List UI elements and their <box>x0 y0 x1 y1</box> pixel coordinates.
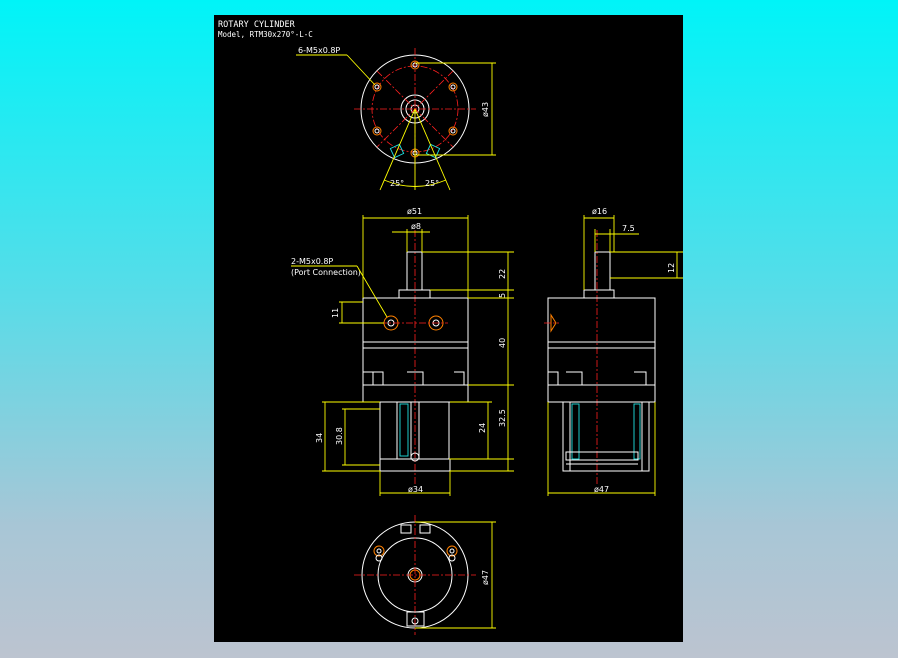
side-shaft-length: 12 <box>667 263 676 273</box>
drawing-sheet: ROTARY CYLINDER Model, RTM30x270°-L-C 6-… <box>214 15 683 642</box>
front-dim-30-8: 30.8 <box>335 427 344 445</box>
cad-drawing: ROTARY CYLINDER Model, RTM30x270°-L-C 6-… <box>218 20 683 635</box>
front-dim-22: 22 <box>498 269 507 279</box>
drawing-model: Model, RTM30x270°-L-C <box>218 30 313 39</box>
top-diameter-dim: ø43 <box>481 102 490 117</box>
front-shaft-dim: ø8 <box>411 222 421 231</box>
front-dim-32-5: 32.5 <box>498 409 507 427</box>
side-view: ø16 7.5 12 ø47 <box>544 207 683 496</box>
front-port-note-sub: (Port Connection) <box>291 268 361 277</box>
top-angle-right: 25° <box>425 179 439 188</box>
side-shaft-dim: ø16 <box>592 207 607 216</box>
front-dim-24: 24 <box>478 423 487 433</box>
side-flat-dim: 7.5 <box>622 224 635 233</box>
front-port-note: 2-M5x0.8P <box>291 257 333 266</box>
bottom-diameter-dim: ø47 <box>481 570 490 585</box>
front-width-dim: ø51 <box>407 207 422 216</box>
front-base-dim: ø34 <box>408 485 423 494</box>
bottom-view: ø47 <box>354 515 496 635</box>
front-dim-40: 40 <box>498 338 507 348</box>
drawing-title: ROTARY CYLINDER <box>218 20 296 30</box>
side-width-dim: ø47 <box>594 485 609 494</box>
top-view: 6-M5x0.8P ø43 25° 25° <box>296 46 496 191</box>
top-thread-note: 6-M5x0.8P <box>298 46 340 55</box>
front-dim-34: 34 <box>315 433 324 443</box>
top-angle-left: 25° <box>390 179 404 188</box>
front-dim-5: 5 <box>498 293 507 298</box>
front-port-offset: 11 <box>331 308 340 318</box>
front-view: ø51 ø8 2-M5x0.8P (Port Connection) 11 22… <box>291 207 514 496</box>
